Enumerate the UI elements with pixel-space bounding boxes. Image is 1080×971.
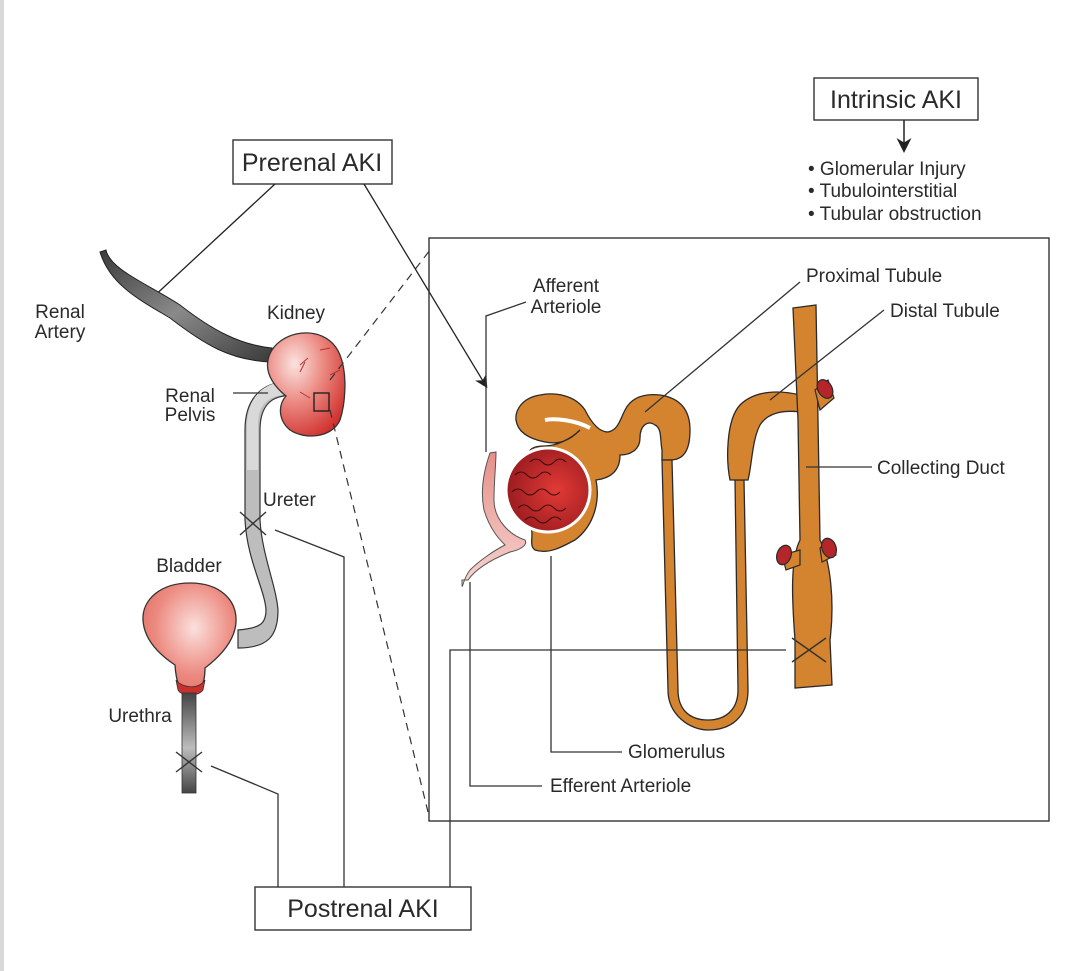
prerenal-arrow-to-artery	[148, 183, 276, 302]
collecting-duct	[791, 304, 833, 689]
zoom-line-bottom	[329, 409, 429, 813]
proximal-tubule-label: Proximal Tubule	[806, 266, 942, 287]
glomerulus	[504, 446, 592, 534]
postrenal-aki-box: Postrenal AKI	[254, 886, 472, 931]
postrenal-leader-collecting-duct	[449, 649, 786, 887]
collecting-duct-branches	[775, 379, 838, 571]
postrenal-leader-ureter	[274, 529, 345, 887]
page-left-border	[0, 0, 4, 971]
glomerulus-leader	[550, 556, 622, 753]
urethra-label: Urethra	[108, 706, 172, 727]
distal-tubule-leader	[769, 309, 885, 401]
intrinsic-aki-label: Intrinsic AKI	[830, 86, 962, 114]
ureter-obstruction-x-icon	[239, 511, 267, 536]
afferent-arteriole-label-line2: Arteriole	[531, 297, 602, 318]
renal-pelvis-segment	[247, 382, 284, 470]
nephron-inset-frame	[428, 237, 1050, 822]
cause-item: • Tubulointerstitial	[808, 181, 957, 202]
afferent-arteriole-label-line1: Afferent	[533, 276, 600, 297]
renal-artery-label-line2: Artery	[35, 322, 86, 343]
ureter	[237, 381, 285, 649]
urethra	[181, 692, 197, 794]
kidney	[266, 332, 346, 437]
distal-tubule-label: Distal Tubule	[890, 301, 1000, 322]
renal-pelvis-label-line1: Renal	[165, 386, 215, 407]
efferent-arteriole-label: Efferent Arteriole	[550, 776, 691, 797]
renal-artery-label-line1: Renal	[35, 302, 85, 323]
afferent-arteriole-leader	[485, 301, 527, 452]
renal-pelvis-label-line2: Pelvis	[165, 405, 216, 426]
postrenal-aki-label: Postrenal AKI	[287, 895, 438, 923]
afferent-arteriole	[461, 451, 527, 587]
collecting-duct-label: Collecting Duct	[877, 458, 1005, 479]
collecting-duct-obstruction-x-icon	[791, 637, 827, 663]
prerenal-arrow-to-afferent	[363, 183, 488, 389]
cause-item: • Glomerular Injury	[808, 159, 966, 180]
bladder	[142, 582, 237, 696]
efferent-arteriole-leader	[469, 582, 542, 787]
proximal-tubule-leader	[644, 281, 801, 413]
urethra-obstruction-x-icon	[175, 751, 203, 773]
kidney-label: Kidney	[267, 303, 326, 324]
tubule-lumen	[544, 417, 591, 430]
glomerulus-label: Glomerulus	[628, 742, 725, 763]
kidney-vessels	[299, 347, 341, 399]
bladder-label: Bladder	[156, 556, 222, 577]
prerenal-aki-label: Prerenal AKI	[242, 149, 382, 177]
intrinsic-aki-box: Intrinsic AKI	[813, 77, 979, 121]
intrinsic-causes-list: • Glomerular Injury • Tubulointerstitial…	[808, 159, 982, 225]
loop-of-henle	[661, 459, 749, 731]
glomerular-capillaries	[511, 458, 567, 524]
kidney-zoom-region	[313, 392, 330, 412]
ureter-label: Ureter	[263, 490, 316, 511]
distal-tubule	[727, 391, 801, 481]
cause-item: • Tubular obstruction	[808, 204, 982, 225]
prerenal-aki-box: Prerenal AKI	[232, 139, 393, 185]
postrenal-leader-urethra	[210, 765, 279, 887]
